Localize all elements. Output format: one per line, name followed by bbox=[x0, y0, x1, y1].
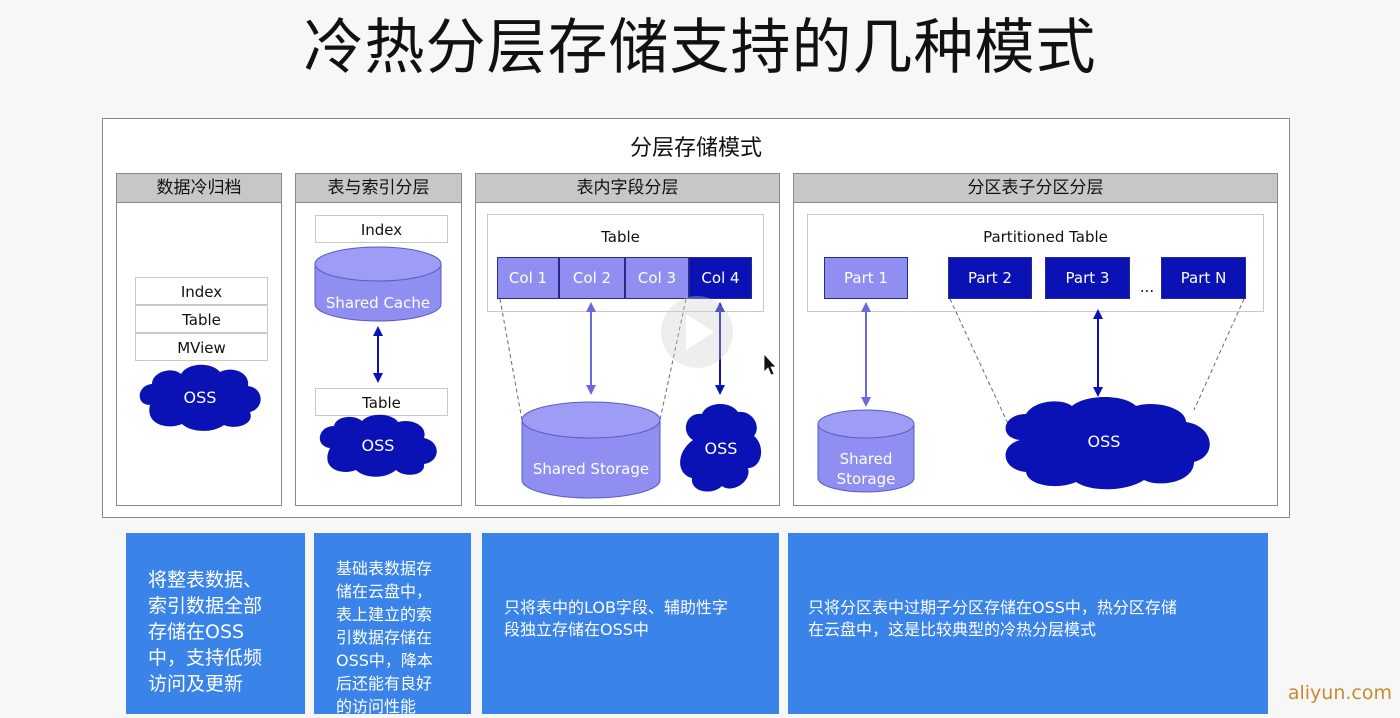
desc-line: 基础表数据存 bbox=[336, 559, 433, 578]
stack-mview: MView bbox=[135, 333, 268, 361]
col-1: Col 1 bbox=[497, 257, 559, 299]
oss-label-4: OSS bbox=[1087, 432, 1121, 451]
shared-storage-cylinder-2 bbox=[817, 409, 915, 493]
desc-line: 只将分区表中过期子分区存储在OSS中，热分区存储 bbox=[808, 598, 1177, 617]
desc-table-index: 基础表数据存 储在云盘中， 表上建立的索 引数据存储在 OSS中，降本 后还能有… bbox=[314, 533, 471, 716]
partitioned-table-label: Partitioned Table bbox=[983, 228, 1108, 246]
shared-storage-label-2b: Storage bbox=[836, 470, 896, 488]
panel-header: 数据冷归档 bbox=[117, 174, 281, 203]
oss-label-3: OSS bbox=[704, 439, 738, 458]
oss-cloud-1 bbox=[139, 364, 261, 431]
oss-cloud-3 bbox=[680, 403, 762, 492]
col-4: Col 4 bbox=[689, 257, 752, 299]
diagram-title: 分层存储模式 bbox=[629, 136, 762, 161]
part-2: Part 2 bbox=[948, 257, 1032, 299]
desc-column-tiering: 只将表中的LOB字段、辅助性字 段独立存储在OSS中 bbox=[482, 533, 779, 714]
desc-line: OSS中，降本 bbox=[336, 651, 433, 670]
col-3: Col 3 bbox=[625, 257, 689, 299]
shared-storage-cylinder bbox=[521, 401, 661, 499]
table-label: Table bbox=[601, 228, 640, 246]
panel-header: 分区表子分区分层 bbox=[794, 174, 1277, 203]
cursor-icon bbox=[763, 352, 777, 376]
desc-line: 只将表中的LOB字段、辅助性字 bbox=[504, 598, 728, 617]
desc-line: 储在云盘中， bbox=[336, 582, 433, 601]
oss-label-2: OSS bbox=[361, 436, 395, 455]
desc-line: 访问及更新 bbox=[148, 673, 244, 695]
shared-cache-cylinder bbox=[314, 246, 442, 322]
desc-line: 引数据存储在 bbox=[336, 628, 433, 647]
desc-line: 中，支持低频 bbox=[148, 647, 263, 669]
desc-line: 段独立存储在OSS中 bbox=[504, 620, 649, 639]
part-3: Part 3 bbox=[1045, 257, 1130, 299]
desc-line: 存储在OSS bbox=[148, 621, 245, 643]
desc-partition-tiering: 只将分区表中过期子分区存储在OSS中，热分区存储 在云盘中，这是比较典型的冷热分… bbox=[788, 533, 1268, 714]
shared-storage-label-2a: Shared bbox=[839, 450, 893, 468]
ellipsis: ... bbox=[1139, 278, 1155, 296]
part-n: Part N bbox=[1161, 257, 1246, 299]
desc-line: 索引数据全部 bbox=[148, 595, 263, 617]
desc-line: 将整表数据、 bbox=[148, 569, 263, 591]
desc-cold-archive: 将整表数据、 索引数据全部 存储在OSS 中，支持低频 访问及更新 bbox=[126, 533, 305, 714]
play-icon bbox=[661, 296, 733, 368]
part-1: Part 1 bbox=[824, 257, 908, 299]
watermark: aliyun.com bbox=[1287, 682, 1392, 704]
desc-line: 的访问性能 bbox=[336, 697, 417, 716]
desc-line: 在云盘中，这是比较典型的冷热分层模式 bbox=[808, 620, 1097, 639]
oss-cloud-4 bbox=[1005, 397, 1210, 490]
shared-storage-label: Shared Storage bbox=[532, 460, 650, 478]
panel-header: 表与索引分层 bbox=[296, 174, 461, 203]
desc-line: 表上建立的索 bbox=[336, 605, 433, 624]
stack-index: Index bbox=[135, 277, 268, 305]
col-2: Col 2 bbox=[559, 257, 625, 299]
stack-table: Table bbox=[135, 305, 268, 333]
shared-cache-label: Shared Cache bbox=[325, 294, 431, 312]
panel-header: 表内字段分层 bbox=[476, 174, 779, 203]
oss-cloud-2 bbox=[319, 414, 437, 477]
table-box: Table bbox=[315, 388, 448, 416]
oss-label-1: OSS bbox=[183, 388, 217, 407]
index-box: Index bbox=[315, 215, 448, 243]
page-title: 冷热分层存储支持的几种模式 bbox=[303, 13, 1097, 83]
desc-line: 后还能有良好 bbox=[336, 674, 433, 693]
